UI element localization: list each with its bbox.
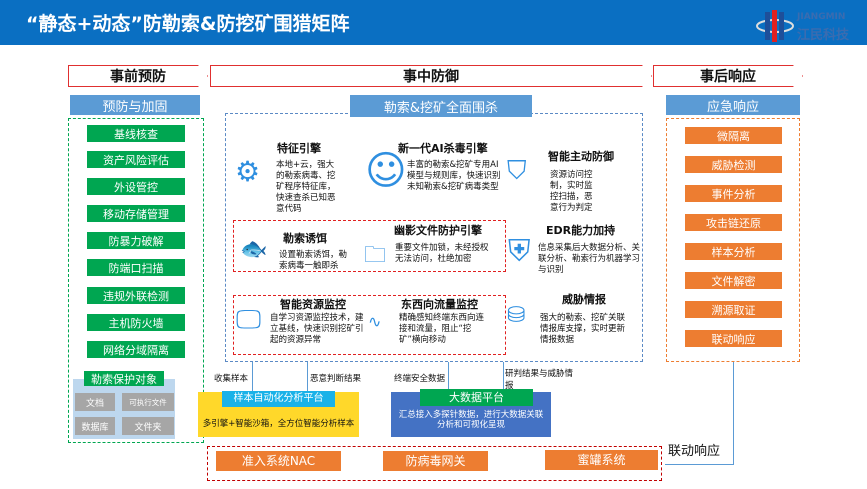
protect-item: 文件夹	[122, 417, 174, 435]
red-group-2	[233, 295, 506, 355]
response-item: 文件解密	[685, 272, 782, 289]
bigdata-text: 汇总接入多探针数据，进行大数据关联分析和可视化呈现	[398, 410, 544, 430]
defense-header: 勒索&挖矿全面围杀	[350, 95, 532, 117]
response-item: 微隔离	[685, 127, 782, 144]
block-text: 资源访问控制，实时监控扫描，恶意行为判定	[550, 170, 593, 213]
pulse-icon: ∿	[368, 312, 382, 331]
folder-icon: 🗀	[364, 243, 387, 268]
block-title: 新一代AI杀毒引擎	[398, 142, 488, 155]
block-title: 威胁情报	[562, 293, 606, 306]
block-text: 设置勒索诱饵，勒索病毒一触即杀	[279, 250, 348, 271]
sandbox-title: 样本自动化分析平台	[222, 391, 335, 407]
prevent-box	[68, 118, 204, 443]
block-title: 智能资源监控	[280, 298, 346, 311]
page-title: “静态+动态”防勒索&防挖矿围猎矩阵	[26, 13, 350, 35]
prevent-item: 违规外联检测	[87, 287, 185, 304]
gear-window-icon: ⚙	[235, 155, 261, 188]
prevent-header: 预防与加固	[70, 95, 200, 115]
flow-label: 终端安全数据	[394, 374, 446, 384]
response-item: 样本分析	[685, 243, 782, 260]
logo-en: JIANGMIN	[797, 12, 846, 22]
protect-item: 文档	[75, 393, 115, 411]
flow-arrow	[307, 362, 308, 392]
shield-check-icon: ⛨	[508, 234, 531, 269]
response-item: 溯源取证	[685, 301, 782, 318]
linkage-arrow	[733, 362, 734, 465]
flow-label: 研判结果与威胁情报	[505, 369, 574, 391]
bigdata-title: 大数据平台	[420, 389, 533, 406]
block-title: EDR能力加持	[546, 224, 616, 237]
block-text: 信息采集后大数据分析、关联分析、勒索行为机器学习与识别	[538, 243, 641, 275]
database-icon: ⛁	[507, 303, 526, 328]
fish-bait-icon: 🐟	[240, 237, 268, 262]
response-item: 攻击链还原	[685, 214, 782, 231]
prevent-item: 网络分域隔离	[87, 341, 185, 358]
response-item: 事件分析	[685, 185, 782, 202]
linkage-arrow	[665, 464, 734, 465]
prevent-item: 移动存储管理	[87, 205, 185, 222]
block-title: 东西向流量监控	[401, 298, 478, 311]
monitor-chart-icon: 🖵	[236, 305, 262, 335]
prevent-item: 防暴力破解	[87, 232, 185, 249]
linkage-item: 防病毒网关	[383, 451, 488, 471]
block-title: 勒索诱饵	[283, 232, 327, 245]
protect-item: 可执行文件	[122, 393, 174, 411]
block-text: 自学习资源监控技术，建立基线，快速识别挖矿引起的资源异常	[270, 313, 364, 345]
logo-cn: 江民科技	[797, 28, 850, 43]
block-text: 本地+云，强大的勒索病毒、挖矿程序特征库，快速查杀已知恶意代码	[276, 160, 336, 214]
response-header: 应急响应	[666, 95, 800, 115]
block-text: 重要文件加锁，未经授权无法访问，杜绝加密	[395, 243, 489, 264]
phase-during: 事中防御	[210, 65, 652, 87]
linkage-item: 准入系统NAC	[216, 451, 341, 471]
flow-arrow	[252, 362, 253, 392]
phase-post: 事后响应	[653, 65, 803, 87]
protect-item: 数据库	[75, 417, 115, 435]
jiangmin-logo-icon	[756, 10, 794, 42]
prevent-item: 资产风险评估	[87, 151, 185, 168]
logo: JIANGMIN 江民科技	[755, 8, 865, 44]
block-text: 丰富的勒索&挖矿专用AI模型与规则库，快速识别未知勒索&挖矿病毒类型	[407, 160, 501, 192]
prevent-item: 基线核查	[87, 125, 185, 142]
header-bar	[0, 0, 867, 45]
sandbox-text: 多引擎+智能沙箱，全方位智能分析样本	[202, 419, 355, 429]
linkage-label: 联动响应	[668, 444, 721, 459]
block-title: 智能主动防御	[548, 150, 614, 163]
block-title: 特征引擎	[277, 142, 321, 155]
linkage-box	[207, 446, 662, 481]
flow-label: 恶意判断结果	[310, 374, 362, 384]
flow-arrow	[503, 362, 504, 392]
protect-label: 勒索保护对象	[84, 371, 164, 386]
flow-label: 收集样本	[214, 374, 249, 384]
block-text: 强大的勒索、挖矿关联情报库支撑，实时更新情报数据	[540, 313, 626, 345]
response-item: 威胁检测	[685, 156, 782, 173]
ai-head-icon: ☺	[365, 148, 407, 194]
block-text: 精确感知终端东西向连接和流量，阻止“挖矿”横向移动	[399, 313, 485, 345]
prevent-item: 防端口扫描	[87, 259, 185, 276]
linkage-item: 蜜罐系统	[545, 450, 658, 470]
red-group-1	[233, 220, 506, 272]
prevent-item: 主机防火墙	[87, 314, 185, 331]
flow-arrow	[448, 362, 449, 392]
response-box	[666, 118, 800, 362]
response-item: 联动响应	[685, 330, 782, 347]
shield-bolt-icon: ⛉	[507, 156, 527, 186]
prevent-item: 外设管控	[87, 178, 185, 195]
block-title: 幽影文件防护引擎	[394, 224, 482, 237]
phase-pre: 事前预防	[68, 65, 208, 87]
